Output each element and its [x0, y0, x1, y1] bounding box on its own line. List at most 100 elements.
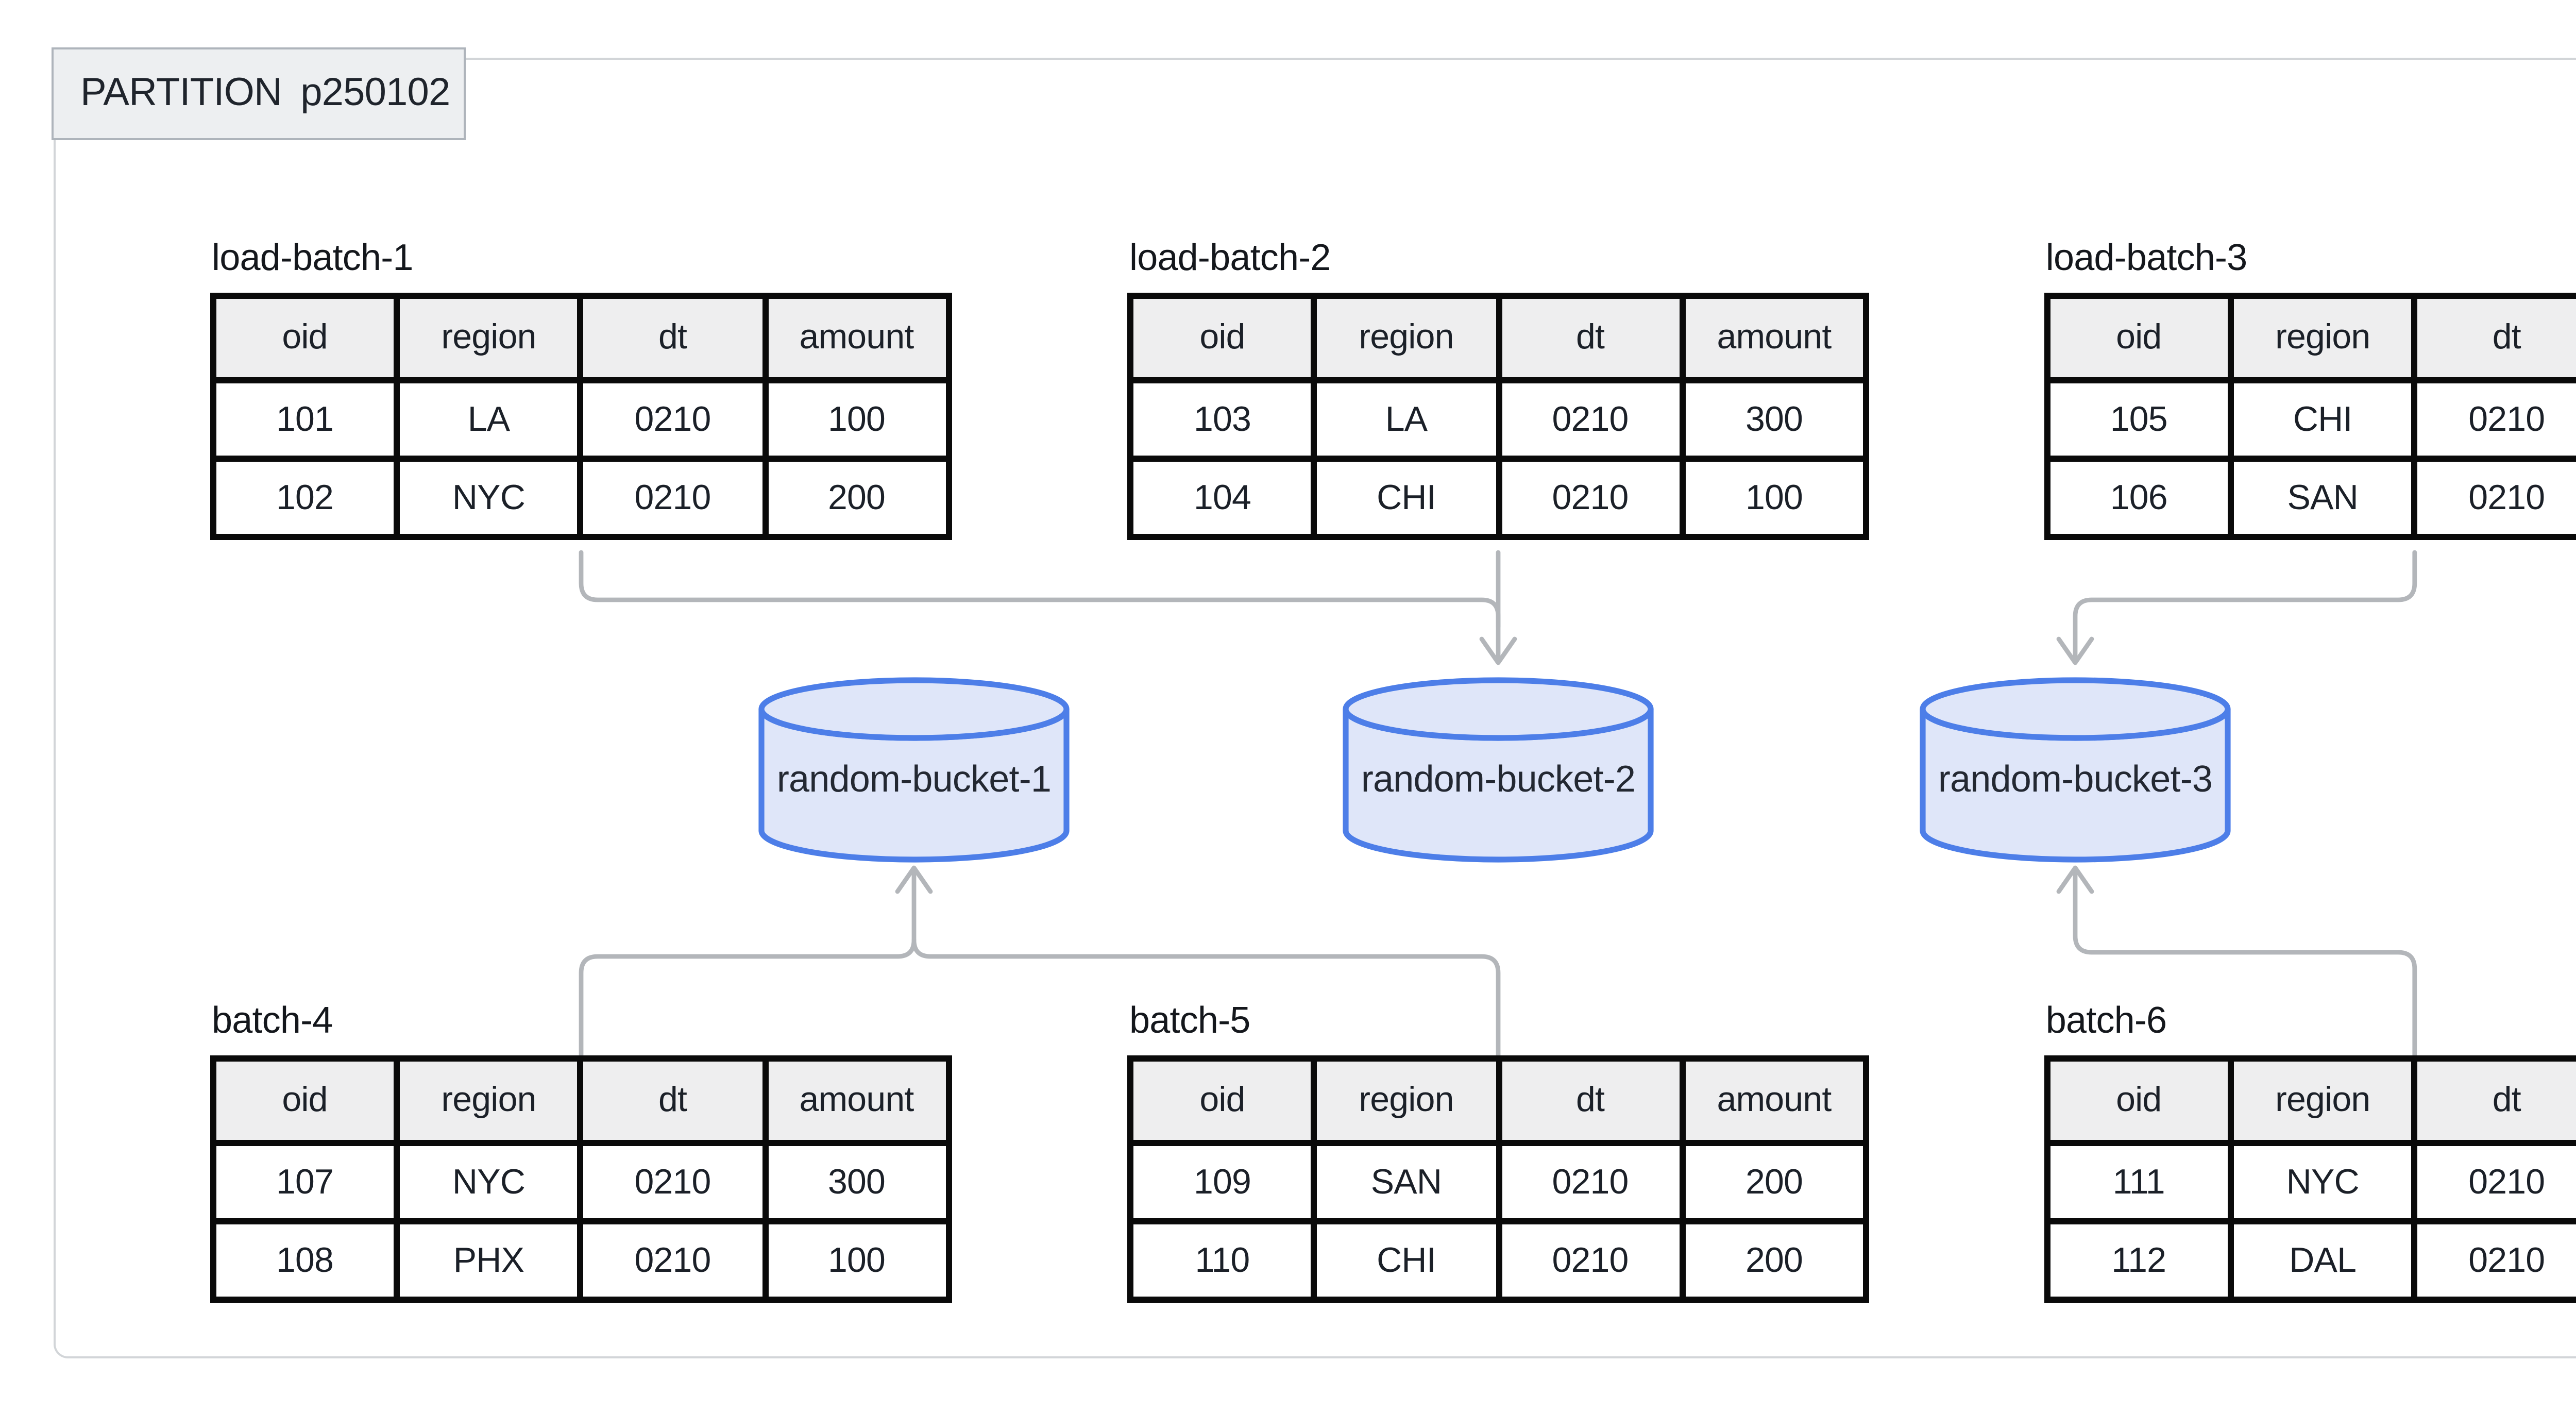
bucket-label: random-bucket-3 — [1938, 759, 2212, 800]
column-header: oid — [2043, 1055, 2234, 1146]
table-group-batch-6: batch-6 oid region dt amount 111 NYC 021… — [2043, 998, 2576, 1303]
column-header: amount — [1679, 1055, 1870, 1146]
table-title: load-batch-3 — [2045, 237, 2247, 278]
connector-batch5-bucket1 — [911, 937, 1501, 1058]
table-cell: 100 — [761, 377, 952, 462]
column-header: region — [393, 1055, 584, 1146]
data-table: oid region dt amount 109 SAN 0210 200 11… — [1127, 1055, 1870, 1303]
table-row: 106 SAN 0210 100 — [2043, 456, 2576, 540]
column-header: region — [1311, 293, 1502, 383]
header-row: oid region dt amount — [2043, 1055, 2576, 1146]
column-header: region — [393, 293, 584, 383]
table-group-load-batch-1: load-batch-1 oid region dt amount 101 LA… — [209, 235, 952, 540]
data-table: oid region dt amount 107 NYC 0210 300 10… — [209, 1055, 952, 1303]
column-header: region — [2227, 293, 2418, 383]
connector-loadbatch3-bucket3 — [2073, 550, 2417, 664]
table-cell: CHI — [1311, 456, 1502, 540]
table-cell: LA — [393, 377, 584, 462]
table-cell: 0210 — [577, 1218, 768, 1303]
table-row: 107 NYC 0210 300 — [209, 1140, 952, 1224]
table-cell: CHI — [1311, 1218, 1502, 1303]
table-cell: 0210 — [577, 377, 768, 462]
column-header: dt — [1495, 1055, 1686, 1146]
data-table: oid region dt amount 103 LA 0210 300 104… — [1127, 293, 1870, 540]
table-group-batch-4: batch-4 oid region dt amount 107 NYC 021… — [209, 998, 952, 1303]
table-row: 109 SAN 0210 200 — [1127, 1140, 1870, 1224]
table-cell: NYC — [2227, 1140, 2418, 1224]
header-row: oid region dt amount — [209, 1055, 952, 1146]
arrow-up-icon — [2056, 865, 2094, 894]
table-cell: 0210 — [2411, 1218, 2576, 1303]
table-row: 103 LA 0210 300 — [1127, 377, 1870, 462]
table-cell: NYC — [393, 1140, 584, 1224]
table-cell: DAL — [2227, 1218, 2418, 1303]
table-cell: 300 — [1679, 377, 1870, 462]
table-cell: 0210 — [577, 1140, 768, 1224]
bucket-random-bucket-3: random-bucket-3 — [1920, 677, 2231, 863]
header-row: oid region dt amount — [1127, 1055, 1870, 1146]
column-header: dt — [1495, 293, 1686, 383]
table-cell: 112 — [2043, 1218, 2234, 1303]
table-cell: 0210 — [577, 456, 768, 540]
column-header: region — [1311, 1055, 1502, 1146]
data-table: oid region dt amount 105 CHI 0210 200 10… — [2043, 293, 2576, 540]
table-cell: 105 — [2043, 377, 2234, 462]
bucket-label: random-bucket-1 — [777, 759, 1051, 800]
cylinder-lid — [758, 677, 1070, 741]
table-row: 110 CHI 0210 200 — [1127, 1218, 1870, 1303]
cylinder-lid — [1343, 677, 1654, 741]
partition-id: p250102 — [300, 71, 450, 114]
table-cell: CHI — [2227, 377, 2418, 462]
column-header: dt — [2411, 1055, 2576, 1146]
table-title: batch-5 — [1129, 1000, 1250, 1041]
table-row: 105 CHI 0210 200 — [2043, 377, 2576, 462]
column-header: oid — [2043, 293, 2234, 383]
bucket-random-bucket-2: random-bucket-2 — [1343, 677, 1654, 863]
arrow-down-icon — [1479, 636, 1517, 665]
table-cell: 0210 — [2411, 377, 2576, 462]
table-cell: 101 — [209, 377, 400, 462]
table-cell: 0210 — [1495, 456, 1686, 540]
table-cell: 0210 — [1495, 1140, 1686, 1224]
table-cell: 0210 — [2411, 456, 2576, 540]
connector-batch6-bucket3 — [2073, 866, 2417, 1058]
table-cell: SAN — [1311, 1140, 1502, 1224]
table-row: 104 CHI 0210 100 — [1127, 456, 1870, 540]
table-title: batch-6 — [2045, 1000, 2167, 1041]
column-header: oid — [209, 1055, 400, 1146]
table-cell: 102 — [209, 456, 400, 540]
column-header: oid — [209, 293, 400, 383]
table-cell: 109 — [1127, 1140, 1318, 1224]
table-cell: 200 — [1679, 1140, 1870, 1224]
table-cell: 200 — [1679, 1218, 1870, 1303]
table-cell: 110 — [1127, 1218, 1318, 1303]
table-cell: 106 — [2043, 456, 2234, 540]
column-header: oid — [1127, 1055, 1318, 1146]
table-cell: 107 — [209, 1140, 400, 1224]
bucket-random-bucket-1: random-bucket-1 — [758, 677, 1070, 863]
data-table: oid region dt amount 101 LA 0210 100 102… — [209, 293, 952, 540]
table-cell: 103 — [1127, 377, 1318, 462]
table-row: 108 PHX 0210 100 — [209, 1218, 952, 1303]
partition-label: PARTITION p250102 — [52, 47, 466, 140]
arrow-up-icon — [895, 865, 933, 894]
table-cell: 0210 — [1495, 377, 1686, 462]
partition-keyword: PARTITION — [80, 71, 282, 114]
column-header: amount — [761, 1055, 952, 1146]
table-group-load-batch-2: load-batch-2 oid region dt amount 103 LA… — [1127, 235, 1870, 540]
table-row: 102 NYC 0210 200 — [209, 456, 952, 540]
table-group-load-batch-3: load-batch-3 oid region dt amount 105 CH… — [2043, 235, 2576, 540]
data-table: oid region dt amount 111 NYC 0210 100 11… — [2043, 1055, 2576, 1303]
connector-loadbatch1-bucket2 — [579, 550, 1501, 629]
table-row: 111 NYC 0210 100 — [2043, 1140, 2576, 1224]
table-cell: 100 — [761, 1218, 952, 1303]
column-header: amount — [761, 293, 952, 383]
table-cell: NYC — [393, 456, 584, 540]
table-title: load-batch-2 — [1129, 237, 1331, 278]
table-cell: 100 — [1679, 456, 1870, 540]
table-group-batch-5: batch-5 oid region dt amount 109 SAN 021… — [1127, 998, 1870, 1303]
table-cell: 300 — [761, 1140, 952, 1224]
table-cell: 111 — [2043, 1140, 2234, 1224]
